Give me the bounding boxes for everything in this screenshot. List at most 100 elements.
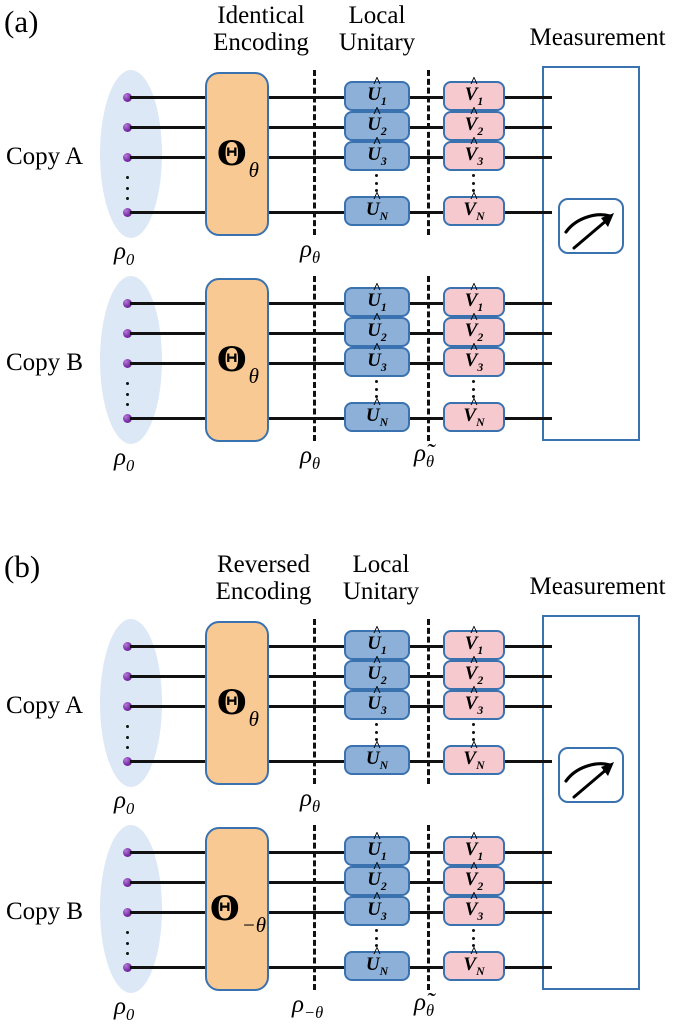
v-gate[interactable]: ^V1: [443, 624, 505, 660]
u-gate-vertical-ellipsis-a1: [374, 174, 379, 192]
v-gate[interactable]: ^VN: [443, 396, 505, 432]
header-unitary-line2-b: Unitary: [342, 578, 420, 605]
input-state-label-a1: ρ0: [114, 238, 134, 270]
stage-divider-unitary-b2: [427, 825, 430, 990]
v-gate[interactable]: ^V1: [443, 75, 505, 111]
u-gate-label: ^U1: [367, 74, 387, 108]
u-gate[interactable]: ^U1: [344, 624, 410, 660]
qubit-wire: [130, 332, 552, 335]
u-gate[interactable]: ^UN: [344, 739, 410, 775]
v-gate-vertical-ellipsis-b1: [471, 723, 476, 741]
v-gate[interactable]: ^V2: [443, 654, 505, 690]
v-gate-vertical-ellipsis-a1: [471, 174, 476, 192]
hat-accent: ^: [372, 104, 382, 121]
theta-subscript: θ: [248, 707, 259, 731]
qubit-vertical-ellipsis-b1: [125, 725, 130, 749]
rho-subscript: 0: [126, 456, 135, 475]
v-gate[interactable]: ^V2: [443, 860, 505, 896]
header-unitary-line2-a: Unitary: [338, 29, 416, 56]
hat-accent: ^: [469, 653, 479, 670]
v-gate-label: ^VN: [463, 944, 485, 978]
hat-accent: ^: [372, 944, 382, 961]
v-gate[interactable]: ^V1: [443, 281, 505, 317]
u-gate-label: ^U3: [367, 340, 387, 374]
measurement-gauge-icon-a: [558, 198, 624, 254]
v-gate[interactable]: ^V3: [443, 683, 505, 720]
v-gate[interactable]: ^V2: [443, 311, 505, 347]
qubit-dot: [123, 908, 132, 917]
u-gate-label: ^UN: [365, 944, 389, 978]
rho-subscript: θ: [426, 1001, 435, 1020]
u-gate-label: ^U3: [367, 134, 387, 168]
qubit-dot: [123, 672, 132, 681]
hat-accent: ^: [469, 189, 479, 206]
hat-accent: ^: [372, 683, 382, 700]
measurement-gauge-icon-b: [558, 747, 624, 803]
u-gate[interactable]: ^U1: [344, 830, 410, 866]
hat-accent: ^: [372, 134, 382, 151]
v-gate-label: ^V3: [464, 683, 484, 717]
u-gate[interactable]: ^U2: [344, 105, 410, 141]
u-gate-vertical-ellipsis-a2: [374, 380, 379, 398]
u-gate-label: ^U3: [367, 683, 387, 717]
u-gate[interactable]: ^U3: [344, 134, 410, 171]
header-unitary-line1-a: Local: [348, 2, 406, 29]
theta-subscript: θ: [248, 364, 259, 388]
hat-accent: ^: [372, 623, 382, 640]
hat-accent: ^: [469, 395, 479, 412]
rho-symbol: ρ: [292, 991, 304, 1018]
hat-accent: ^: [469, 829, 479, 846]
qubit-wire: [130, 126, 552, 129]
v-gate[interactable]: ^VN: [443, 190, 505, 226]
v-gate-label: ^V3: [464, 340, 484, 374]
header-encoding-line2-b: Encoding: [215, 578, 312, 605]
rho-symbol: ρ: [114, 238, 126, 265]
hat-accent: ^: [469, 889, 479, 906]
theta-capital-symbol: Θ: [217, 134, 247, 174]
u-gate-vertical-ellipsis-b2: [374, 929, 379, 947]
v-gate[interactable]: ^VN: [443, 944, 505, 981]
v-gate-label: ^V3: [464, 134, 484, 168]
copy-label-b2: Copy B: [6, 898, 84, 925]
hat-accent: ^: [372, 395, 382, 412]
u-gate-label: ^U3: [367, 889, 387, 923]
qubit-wire: [130, 417, 552, 420]
u-gate[interactable]: ^U2: [344, 860, 410, 896]
u-gate[interactable]: ^U2: [344, 654, 410, 690]
v-gate[interactable]: ^V1: [443, 830, 505, 866]
u-gate[interactable]: ^UN: [344, 944, 410, 981]
header-encoding-line1-a: Identical: [217, 2, 305, 29]
rho-symbol: ρ: [300, 785, 312, 812]
post-unitary-state-label-a2: ρ̃θ: [414, 440, 434, 472]
hat-accent: ^: [469, 623, 479, 640]
v-gate[interactable]: ^V2: [443, 105, 505, 141]
qubit-dot: [123, 878, 132, 887]
v-gate[interactable]: ^V3: [443, 340, 505, 377]
u-gate[interactable]: ^U3: [344, 340, 410, 377]
u-gate[interactable]: ^U1: [344, 281, 410, 317]
u-gate[interactable]: ^UN: [344, 396, 410, 432]
v-gate[interactable]: ^V3: [443, 890, 505, 926]
u-gate[interactable]: ^U3: [344, 889, 410, 926]
rho-tilde-symbol: ρ̃: [414, 989, 426, 1016]
panel-a: (a) Identical Encoding Local Unitary Mea…: [0, 0, 685, 500]
encoded-state-label-a2: ρθ: [300, 442, 320, 474]
encoding-box-b2[interactable]: Θ−θ: [205, 827, 269, 991]
v-gate[interactable]: ^V3: [443, 134, 505, 171]
copy-label-b1: Copy A: [6, 692, 84, 719]
gauge-meter-icon: [564, 762, 614, 799]
u-gate[interactable]: ^U3: [344, 683, 410, 720]
u-gate[interactable]: ^UN: [344, 190, 410, 226]
rho-symbol: ρ: [300, 442, 312, 469]
qubit-wire: [130, 911, 552, 914]
hat-accent: ^: [469, 310, 479, 327]
hat-accent: ^: [372, 74, 382, 91]
u-gate[interactable]: ^U2: [344, 311, 410, 347]
u-gate[interactable]: ^U1: [344, 74, 410, 111]
v-gate[interactable]: ^VN: [443, 739, 505, 775]
header-measurement-b: Measurement: [529, 573, 666, 600]
v-gate-vertical-ellipsis-b2: [471, 929, 476, 947]
